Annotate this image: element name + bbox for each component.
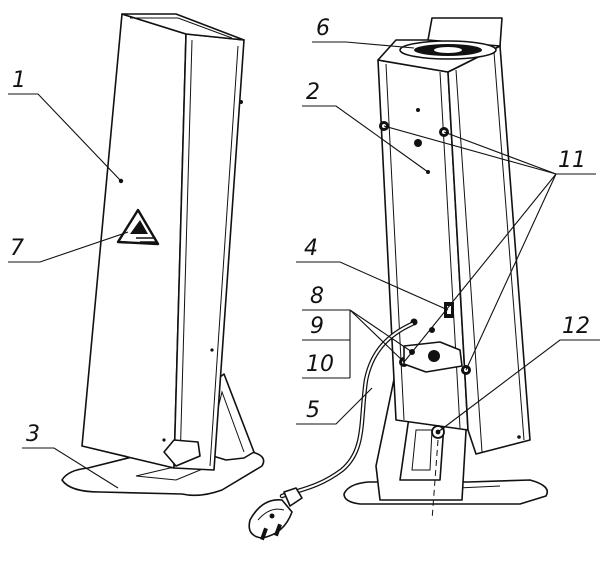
power-plug-icon: [248, 487, 303, 541]
callout-3: 3: [26, 422, 40, 447]
callout-8: 8: [310, 284, 324, 309]
fan-icon: [399, 40, 497, 60]
callout-9: 9: [310, 314, 324, 339]
logo-icon: [116, 208, 160, 246]
callout-5: 5: [306, 398, 320, 423]
callout-2: 2: [306, 80, 320, 105]
callout-10: 10: [306, 352, 334, 377]
left-stand-block: [163, 439, 201, 467]
callout-7: 7: [10, 236, 24, 261]
callout-6: 6: [316, 16, 330, 41]
left-device: [61, 13, 265, 497]
callout-4: 4: [304, 236, 318, 261]
leader-lines: [8, 41, 600, 489]
left-body-top: [121, 13, 245, 41]
callout-11: 11: [558, 148, 586, 173]
power-switch: [444, 302, 454, 318]
right-device: [248, 17, 549, 541]
callout-12: 12: [562, 314, 590, 339]
callout-1: 1: [12, 68, 26, 93]
